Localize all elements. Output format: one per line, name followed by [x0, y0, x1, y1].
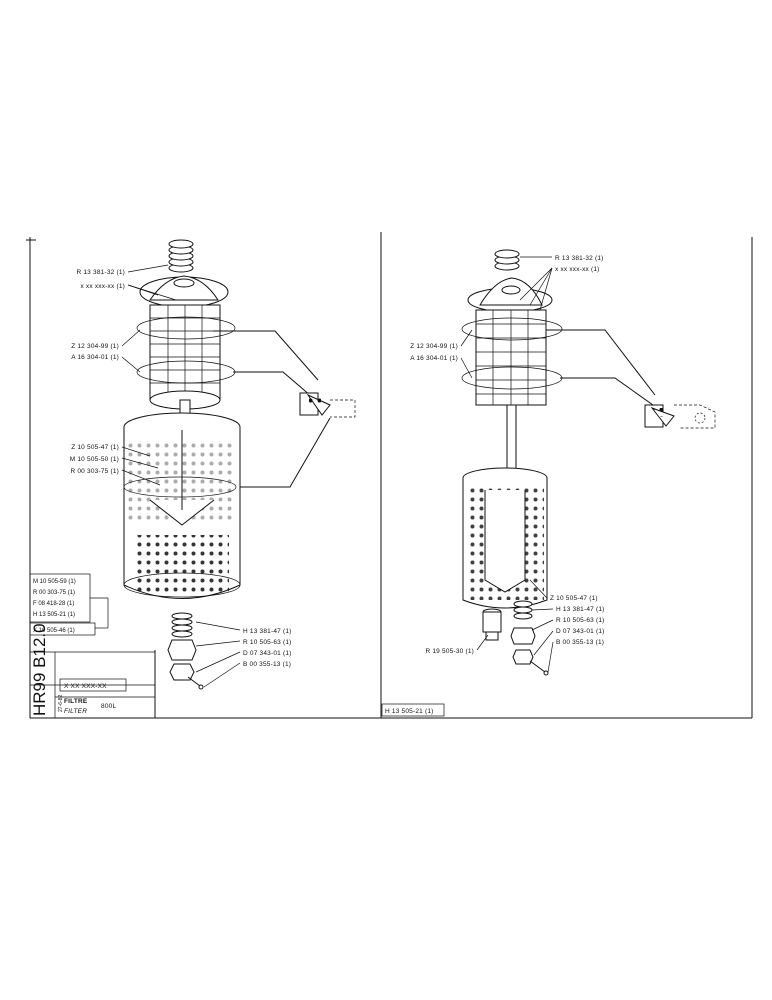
callout-right-6: H 13 381-47 (1) [556, 606, 605, 613]
callout-left-7: R 00 303-75 (1) [70, 468, 119, 475]
strainer-right [462, 467, 548, 609]
kit-item-4: H 13 505-21 (1) [33, 612, 75, 618]
volume: 800L [101, 703, 116, 710]
sheet-frame [26, 232, 753, 719]
title-part-number: X XX XXX-XX [64, 683, 107, 690]
kit-box: M 10 505-59 (1) R 00 303-75 (1) F 08 418… [29, 573, 96, 636]
kit-item-3: F 08 418-28 (1) [33, 601, 74, 607]
callout-right-5: Z 10 505-47 (1) [550, 595, 598, 602]
callout-left-2: x xx xxx-xx (1) [80, 283, 125, 290]
bottom-parts-right [482, 600, 549, 676]
left-filter-assembly: R 13 381-32 (1) x xx xxx-xx (1) Z 12 304… [29, 239, 356, 690]
callout-right-2: x xx xxx-xx (1) [555, 266, 600, 273]
element-stack-right [461, 309, 563, 481]
seal-detail-right [546, 329, 716, 429]
kit-ref: X 10 505-46 (1) [33, 628, 75, 634]
callout-right-4: A 16 304-01 (1) [410, 355, 458, 362]
footer-ref: H 13 505-21 (1) [385, 708, 434, 715]
left-leaders [90, 264, 241, 688]
callout-left-4: A 16 304-01 (1) [71, 354, 119, 361]
callout-right-7: R 10 505-63 (1) [556, 617, 605, 624]
cover-right [467, 277, 553, 313]
callout-left-3: Z 12 304-99 (1) [71, 343, 119, 350]
callout-left-6: M 10 505-50 (1) [70, 456, 119, 463]
callout-left-10: D 07 343-01 (1) [243, 650, 292, 657]
seal-detail-left [213, 330, 356, 488]
callout-right-10: R 19 505-30 (1) [425, 648, 474, 655]
callout-right-3: Z 12 304-99 (1) [410, 343, 458, 350]
callout-left-1: R 13 381-32 (1) [76, 269, 125, 276]
spring-top-right [494, 249, 520, 271]
callout-left-5: Z 10 505-47 (1) [71, 444, 119, 451]
kit-item-2: R 00 303-75 (1) [33, 590, 75, 596]
spring-top-left [168, 239, 194, 273]
element-stack-left [136, 304, 236, 426]
callout-right-8: D 07 343-01 (1) [556, 628, 605, 635]
name-fr: FILTRE [64, 698, 88, 705]
callout-left-9: R 10 505-63 (1) [243, 639, 292, 646]
kit-item-1: M 10 505-59 (1) [33, 579, 76, 585]
callout-left-8: H 13 381-47 (1) [243, 628, 292, 635]
callout-right-9: B 00 355-13 (1) [556, 639, 604, 646]
drawing-date: 27-6-82 [58, 695, 64, 712]
callout-right-1: R 13 381-32 (1) [555, 255, 604, 262]
housing-left [123, 412, 241, 599]
right-filter-assembly: R 13 381-32 (1) x xx xxx-xx (1) Z 12 304… [381, 249, 716, 717]
right-leaders [460, 256, 554, 673]
name-en: FILTER [64, 708, 87, 715]
title-block: HR99 B12.0 27-6-82 X XX XXX-XX FILTRE FI… [30, 623, 155, 718]
bottom-parts-left [167, 612, 204, 690]
cover-left [139, 275, 229, 308]
model-code: HR99 B12.0 [30, 623, 49, 716]
callout-left-11: B 00 355-13 (1) [243, 661, 291, 668]
